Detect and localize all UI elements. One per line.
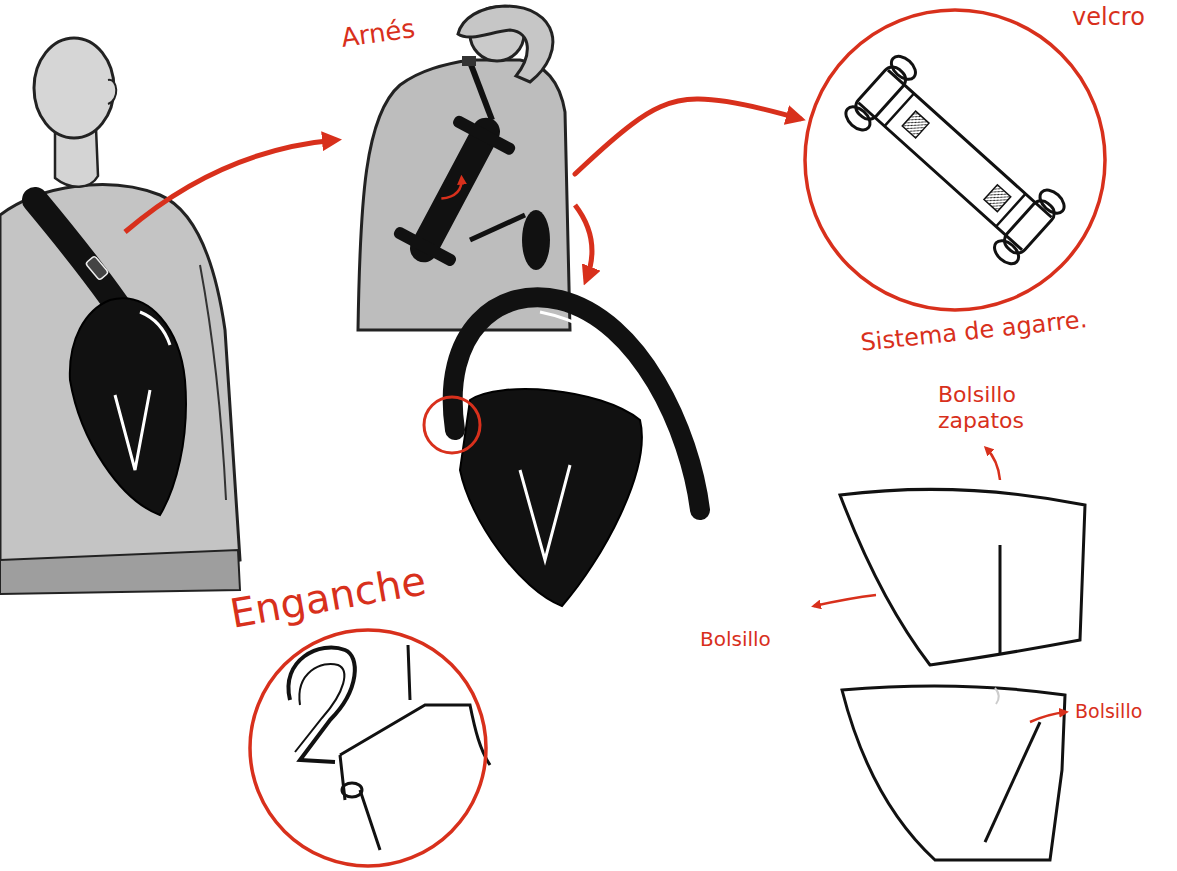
sub-label: Sistema de agarre. [859,306,1088,357]
leader-arrow [986,448,1000,480]
sketch-mark [995,688,999,704]
velcro-patch [984,185,1011,212]
detail-circle: Enganche [225,568,495,868]
leader-arrow [814,595,876,606]
bag-body [460,389,642,606]
hook-inner [295,664,344,752]
cross-strap [392,225,458,268]
cross-strap [451,114,517,157]
strap [859,70,1052,250]
hook [288,647,354,762]
loop [1036,186,1069,218]
seam [885,93,1026,226]
bag-strap [453,297,700,510]
leader-arrow [1030,712,1066,722]
detail-marker [424,397,480,453]
velcro-detail [842,52,1069,268]
strap-end [340,755,380,850]
part-label: Bolsillo zapatos [938,382,1068,435]
pocket-panel [842,686,1065,860]
buckle [462,56,476,66]
pocket-divider [999,545,1002,655]
part-label: Bolsillo [700,627,771,651]
ear [108,80,116,104]
harness-pad [387,103,522,276]
rotation-arrow [441,174,464,204]
loop [990,236,1023,268]
figure-group: Arnés [335,5,575,330]
strap-tip [342,783,362,797]
velcro-patch [902,111,929,138]
strap-sheen [540,312,590,330]
pocket-divider [985,722,1040,842]
man-figure [0,38,240,594]
bag-sheen [140,312,170,345]
loop [842,102,875,134]
arm-line [200,265,226,500]
sweater [0,185,240,577]
loop [887,52,920,84]
small-pouch [522,210,550,270]
harness-figure [358,6,570,330]
flow-arrow [575,205,592,280]
flow-arrow [125,140,336,232]
circle-outline [250,630,486,866]
trousers [0,550,240,594]
shoulder-strap [470,62,492,120]
heading-label: velcro [1072,4,1145,32]
loop [1000,197,1058,258]
pocket-panel [840,489,1085,665]
circle-outline [800,0,1170,350]
flow-arrow [575,99,800,174]
bag-logo [520,465,570,560]
buckle [85,256,108,281]
detail-circle: velcroSistema de agarre. [800,0,1170,359]
pocket-sketch [814,448,1085,860]
bag-view [424,297,700,606]
circle-outline [805,10,1105,310]
heading-label: Enganche [227,557,430,637]
sling-bag [70,298,186,515]
heading-label: Arnés [339,14,416,54]
loop [852,63,910,124]
bag-logo [115,390,150,470]
head [34,38,114,138]
side-strap [470,215,525,240]
strap-end [340,645,490,765]
part-label: Bolsillo [1075,700,1142,723]
